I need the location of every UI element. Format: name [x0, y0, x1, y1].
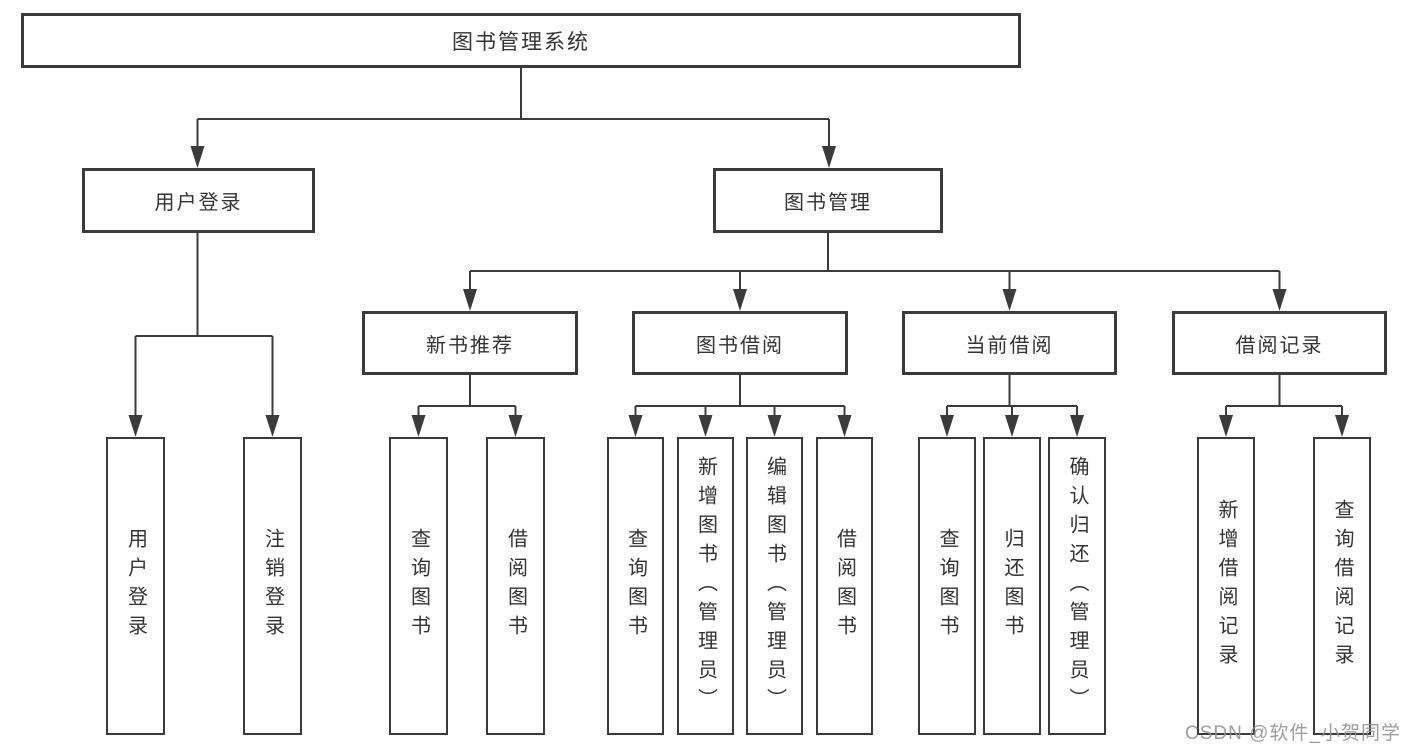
leaf-newbook-borrow-books: 借阅图书: [486, 437, 545, 735]
leaf-user-login: 用户登录: [106, 437, 165, 735]
arrowheads: [128, 146, 1349, 437]
arrow-into-leaf-logout: [265, 415, 280, 437]
csdn-watermark: CSDN @软件_小贺同学: [1185, 723, 1401, 744]
arrow-into-bb-add: [698, 415, 713, 437]
leaf-current-confirm-return-admin: 确认归还（管理员）: [1048, 437, 1106, 735]
arrow-into-book-mgmt: [822, 146, 836, 168]
arrow-into-leaf-user-login: [128, 415, 143, 437]
node-book-management: 图书管理: [713, 168, 943, 233]
leaf-records-add-borrow-record: 新增借阅记录: [1197, 437, 1255, 735]
node-book-borrowing: 图书借阅: [632, 311, 848, 375]
arrow-into-current-borrow: [1002, 289, 1017, 311]
leaf-current-query-books: 查询图书: [918, 437, 976, 735]
arrow-into-borrow-records: [1272, 289, 1287, 311]
arrow-into-user-login: [190, 146, 205, 168]
leaf-borrowing-edit-books-admin: 编辑图书（管理员）: [746, 437, 803, 735]
arrow-into-br-query: [1335, 415, 1349, 437]
leaf-current-return-books: 归还图书: [983, 437, 1041, 735]
arrow-into-bb-edit: [767, 415, 782, 437]
node-user-login: 用户登录: [82, 168, 315, 233]
arrow-into-br-add: [1219, 415, 1233, 437]
arrow-into-book-borrow: [733, 289, 747, 311]
node-new-book-recommendation: 新书推荐: [362, 311, 578, 375]
arrow-into-bb-borrow: [837, 415, 852, 437]
arrow-into-bb-query: [628, 415, 643, 437]
node-book-management-system: 图书管理系统: [21, 13, 1021, 68]
arrow-into-nb-query: [411, 415, 426, 437]
node-current-borrowing: 当前借阅: [902, 311, 1117, 375]
node-borrowing-records: 借阅记录: [1172, 311, 1387, 375]
leaf-records-query-borrow-record: 查询借阅记录: [1313, 437, 1371, 735]
leaf-borrowing-add-books-admin: 新增图书（管理员）: [677, 437, 734, 735]
arrow-into-cb-confirm: [1070, 415, 1084, 437]
arrow-into-cb-return: [1005, 415, 1019, 437]
arrow-into-nb-borrow: [508, 415, 523, 437]
leaf-logout: 注销登录: [243, 437, 302, 735]
leaf-newbook-query-books: 查询图书: [389, 437, 448, 735]
arrow-into-new-book: [463, 289, 477, 311]
leaf-borrowing-borrow-books: 借阅图书: [816, 437, 873, 735]
arrow-into-cb-query: [940, 415, 954, 437]
leaf-borrowing-query-books: 查询图书: [607, 437, 664, 735]
